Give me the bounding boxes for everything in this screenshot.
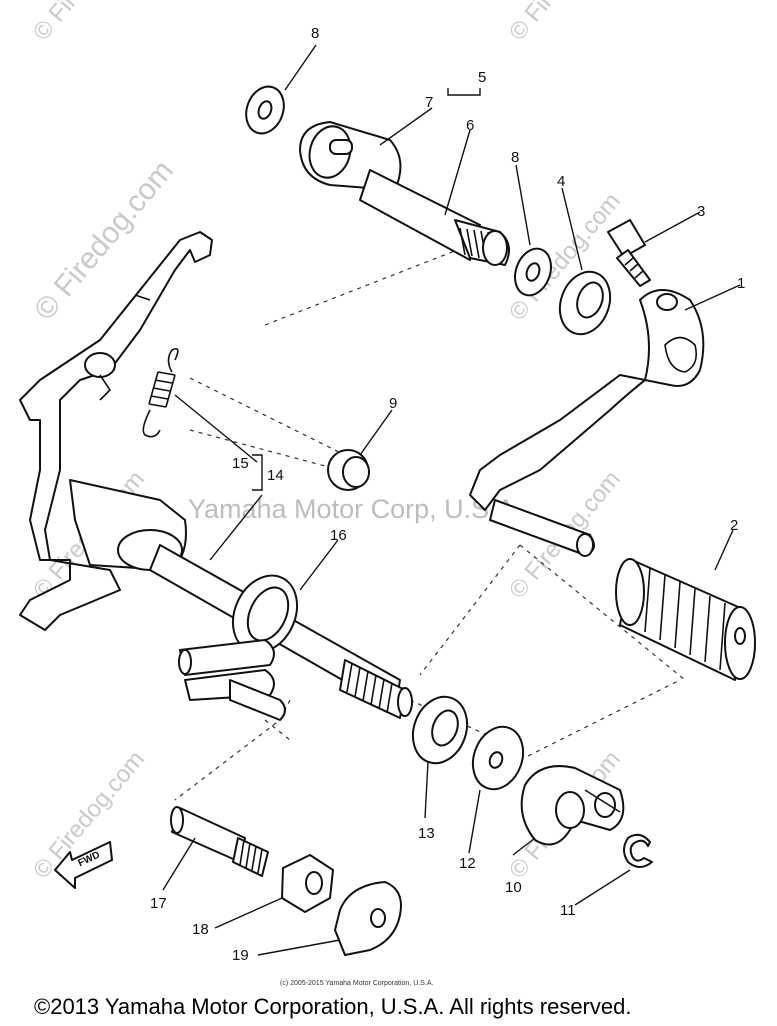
shift-shaft-upper — [299, 121, 510, 266]
part-number-16: 16 — [330, 527, 347, 544]
shift-arm-10 — [520, 765, 625, 846]
firedog-watermark-small: © Firedog.com — [28, 0, 150, 46]
washer-8-top — [245, 85, 285, 135]
part-number-2: 2 — [730, 517, 738, 534]
part-number-13: 13 — [418, 825, 435, 842]
yamaha-watermark: Yamaha Motor Corp, U.S.A. — [188, 494, 522, 524]
shift-pedal-1 — [469, 289, 705, 511]
leader-lines — [162, 44, 741, 956]
part-number-8-top: 8 — [311, 25, 319, 42]
plate-19 — [334, 881, 402, 956]
part-number-5: 5 — [478, 69, 486, 86]
part-number-15: 15 — [232, 455, 249, 472]
part-number-12: 12 — [459, 855, 476, 872]
part-number-6: 6 — [466, 117, 474, 134]
part-number-10: 10 — [505, 879, 522, 896]
shift-lever-pins — [178, 639, 286, 721]
part-number-11: 11 — [560, 902, 576, 919]
part-number-18: 18 — [192, 921, 209, 938]
fwd-arrow-icon: FWD — [54, 841, 113, 889]
part-number-14: 14 — [267, 467, 284, 484]
ring-16 — [231, 574, 299, 654]
part-number-1: 1 — [737, 275, 745, 292]
collar-9 — [327, 449, 370, 491]
oil-seal-4 — [558, 270, 612, 336]
part-numbers: 8 5 7 6 8 4 3 1 9 2 16 15 14 13 12 10 11… — [150, 25, 745, 964]
nut-18 — [281, 854, 334, 913]
bolt-3 — [607, 219, 651, 287]
washer-12 — [471, 725, 525, 791]
stud-17 — [170, 806, 269, 877]
part-number-4: 4 — [557, 173, 565, 190]
part-number-19: 19 — [232, 947, 249, 964]
firedog-watermark-small: © Firedog.com — [504, 0, 626, 46]
part-number-8-mid: 8 — [511, 149, 519, 166]
clip-11 — [623, 833, 653, 868]
part-number-9: 9 — [389, 395, 397, 412]
small-copyright: (c) 2005-2015 Yamaha Motor Corporation, … — [280, 980, 433, 987]
washer-8-mid — [514, 247, 552, 297]
spring-15 — [142, 347, 179, 438]
part-number-17: 17 — [150, 895, 167, 912]
seal-13 — [411, 695, 469, 765]
part-number-3: 3 — [697, 203, 705, 220]
footer-copyright: ©2013 Yamaha Motor Corporation, U.S.A. A… — [34, 994, 631, 1019]
part-number-7: 7 — [425, 94, 433, 111]
pedal-peg-2 — [489, 499, 756, 681]
